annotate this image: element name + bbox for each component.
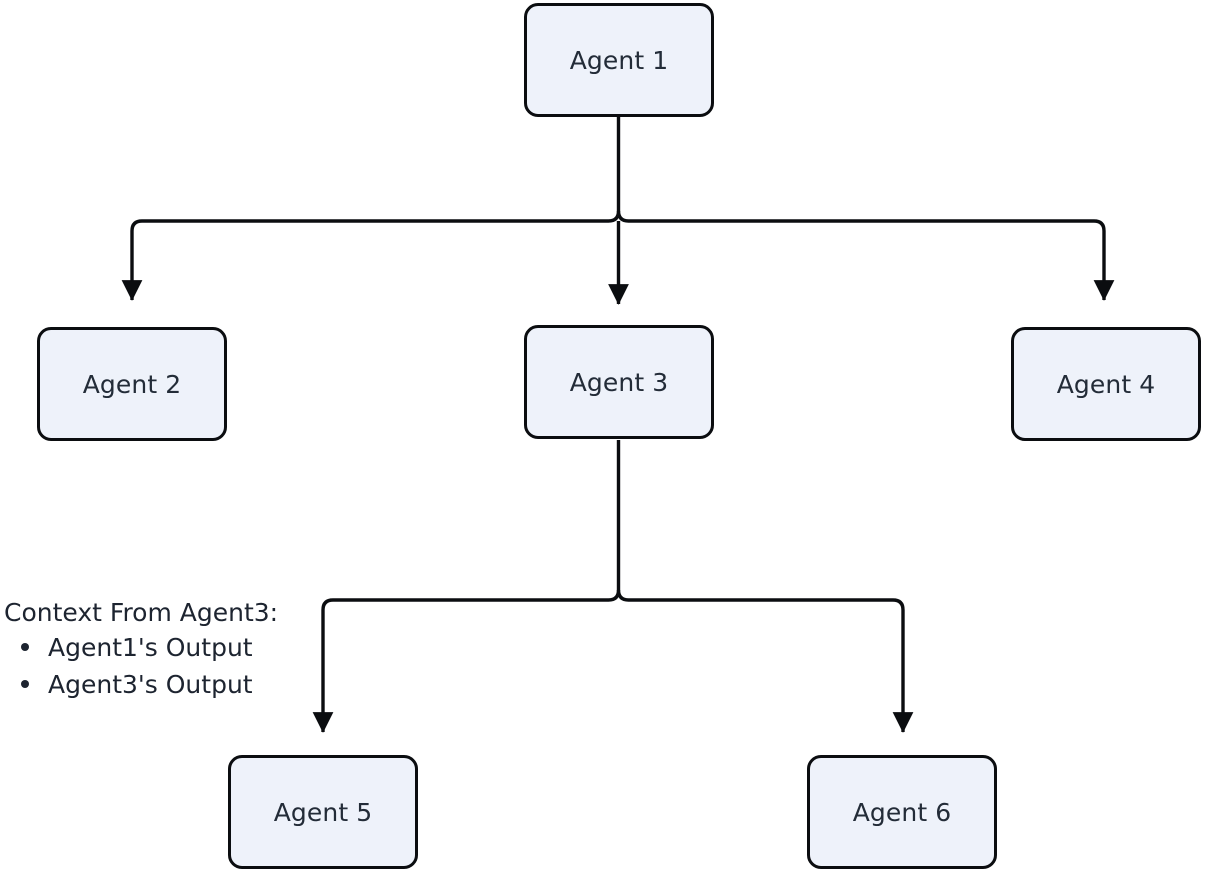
node-agent6-label: Agent 6 bbox=[852, 797, 952, 827]
node-agent3[interactable]: Agent 3 bbox=[524, 325, 714, 439]
node-agent6[interactable]: Agent 6 bbox=[807, 755, 997, 869]
list-item-label: Agent1's Output bbox=[48, 633, 253, 662]
node-agent1-label: Agent 1 bbox=[569, 45, 669, 75]
node-agent5[interactable]: Agent 5 bbox=[228, 755, 418, 869]
list-item-label: Agent3's Output bbox=[48, 670, 253, 699]
context-annotation-list: Agent1's Output Agent3's Output bbox=[4, 635, 278, 697]
edge-agent1-to-agent2 bbox=[121, 219, 609, 301]
edge-agent1-to-agent4 bbox=[628, 219, 1115, 301]
node-agent2-label: Agent 2 bbox=[82, 369, 182, 399]
edge-agent1-trunk-left-curve bbox=[608, 210, 621, 223]
edge-agent3-trunk-left-curve bbox=[608, 589, 621, 602]
edge-agent3-to-agent6 bbox=[628, 598, 914, 733]
list-item: Agent1's Output bbox=[4, 635, 278, 660]
node-agent5-label: Agent 5 bbox=[273, 797, 373, 827]
context-annotation-title: Context From Agent3: bbox=[4, 598, 279, 627]
edge-agent3-trunk bbox=[616, 440, 629, 602]
edge-agent3-to-agent5 bbox=[312, 598, 609, 733]
context-annotation: Context From Agent3: Agent1's Output Age… bbox=[4, 600, 278, 709]
edge-agent1-trunk bbox=[616, 117, 629, 223]
node-agent3-label: Agent 3 bbox=[569, 367, 669, 397]
node-agent4-label: Agent 4 bbox=[1056, 369, 1156, 399]
node-agent1[interactable]: Agent 1 bbox=[524, 3, 714, 117]
node-agent2[interactable]: Agent 2 bbox=[37, 327, 227, 441]
bullet-icon bbox=[21, 643, 29, 651]
list-item: Agent3's Output bbox=[4, 672, 278, 697]
node-agent4[interactable]: Agent 4 bbox=[1011, 327, 1201, 441]
bullet-icon bbox=[21, 680, 29, 688]
